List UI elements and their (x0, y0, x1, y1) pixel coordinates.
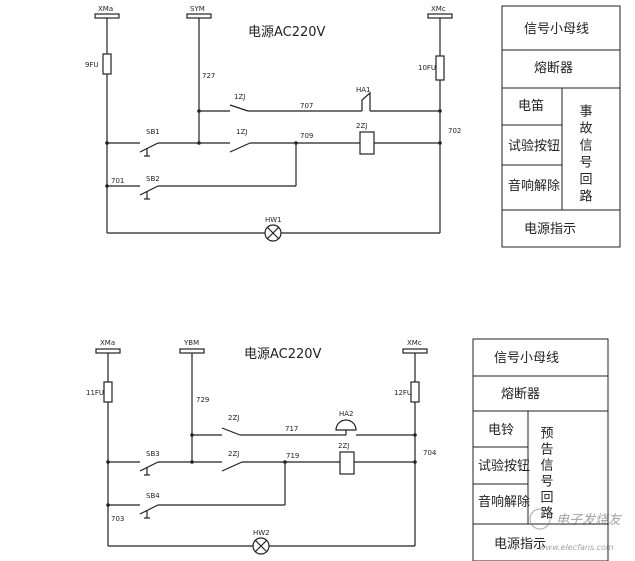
fuse-10fu (435, 55, 445, 81)
horn-ha1-icon (361, 91, 371, 111)
contact-1zj-icon (229, 142, 251, 153)
legend-bell: 电铃 (488, 423, 514, 438)
node-703: 703 (111, 515, 124, 523)
watermark: 电子发烧友 www.elecfans.com (529, 508, 623, 552)
fuse-label-9fu: 9FU (85, 61, 99, 69)
bus-label-xmc: XMc (431, 5, 446, 13)
legend-reset-2: 音响解除 (478, 494, 530, 510)
alarm-label-ha2: HA2 (339, 410, 354, 418)
fuse-9fu (102, 53, 112, 75)
bus-xmc (427, 13, 453, 19)
warning-signal-circuit: XMa YBM XMc 电源AC220V 11FU 12FU 729 2ZJ 7… (86, 339, 437, 555)
node-707: 707 (300, 102, 313, 110)
legend-power-2: 电源指示 (494, 537, 546, 552)
power-title-2: 电源AC220V (244, 347, 322, 362)
alarm-label-ha1: HA1 (356, 86, 371, 94)
legend-circuit-2: 预告信号回路 (538, 426, 554, 522)
node-727: 727 (202, 72, 215, 80)
legend-top: 信号小母线 熔断器 电笛 试验按钮 音响解除 事故信号回路 电源指示 (501, 5, 621, 248)
node-709: 709 (300, 132, 313, 140)
legend-power: 电源指示 (524, 222, 576, 237)
bus-label-sym: SYM (190, 5, 205, 13)
node-717: 717 (285, 425, 298, 433)
legend-fuse-2: 熔断器 (501, 387, 540, 402)
button-sb1-icon (139, 142, 159, 153)
button-label-sb2: SB2 (146, 175, 160, 183)
relay-2zj-icon (359, 131, 375, 155)
watermark-logo-icon (529, 508, 551, 530)
fuse-12fu (410, 381, 420, 403)
button-sb2-icon (139, 185, 159, 196)
legend-bus-2: 信号小母线 (494, 351, 559, 366)
legend-bottom: 信号小母线 熔断器 电铃 试验按钮 音响解除 预告信号回路 电源指示 (472, 338, 609, 561)
watermark-url: www.elecfans.com (539, 543, 614, 552)
bus-label-ybm: YBM (183, 339, 199, 347)
legend-test-2: 试验按钮 (478, 458, 530, 474)
legend-horn: 电笛 (518, 98, 544, 114)
bus-xma (94, 13, 120, 19)
button-sb3-icon (139, 461, 159, 472)
bus-label-xmc-2: XMc (407, 339, 422, 347)
bus-label-xma-2: XMa (100, 339, 115, 347)
relay-2zj-icon-2 (339, 451, 355, 475)
node-702: 702 (448, 127, 461, 135)
legend-test: 试验按钮 (508, 138, 560, 154)
bus-sym (186, 13, 212, 19)
legend-circuit: 事故信号回路 (577, 104, 593, 206)
fuse-label-10fu: 10FU (418, 64, 436, 72)
fuse-11fu (103, 381, 113, 403)
legend-fuse: 熔断器 (534, 61, 573, 76)
watermark-text: 电子发烧友 (556, 513, 623, 528)
contact-label-2zj-top: 2ZJ (228, 414, 239, 422)
accident-signal-circuit: XMa SYM XMc 电源AC220V 9FU 10FU 727 1ZJ 70… (85, 5, 461, 242)
lamp-label-hw2: HW2 (253, 529, 270, 537)
legend-bus: 信号小母线 (524, 22, 589, 37)
lamp-label-hw1: HW1 (265, 216, 282, 224)
bus-ybm (179, 348, 205, 354)
legend-reset: 音响解除 (508, 178, 560, 194)
button-label-sb1: SB1 (146, 128, 160, 136)
node-729: 729 (196, 396, 209, 404)
button-sb4-icon (139, 504, 159, 515)
bus-xmc-2 (402, 348, 428, 354)
node-704: 704 (423, 449, 437, 457)
fuse-label-11fu: 11FU (86, 389, 104, 397)
power-title: 电源AC220V (248, 25, 326, 40)
node-719: 719 (286, 452, 299, 460)
bus-label-xma: XMa (98, 5, 113, 13)
button-label-sb3: SB3 (146, 450, 160, 458)
contact-2zj-icon (221, 461, 243, 472)
contact-label-1zj-top: 1ZJ (234, 93, 245, 101)
relay-label-2zj-2: 2ZJ (338, 442, 349, 450)
bell-ha2-icon (335, 419, 357, 431)
button-label-sb4: SB4 (146, 492, 160, 500)
bus-xma-2 (95, 348, 121, 354)
contact-label-1zj-bottom: 1ZJ (236, 128, 247, 136)
contact-label-2zj-bottom: 2ZJ (228, 450, 239, 458)
node-701: 701 (111, 177, 124, 185)
fuse-label-12fu: 12FU (394, 389, 412, 397)
relay-label-2zj: 2ZJ (356, 122, 367, 130)
